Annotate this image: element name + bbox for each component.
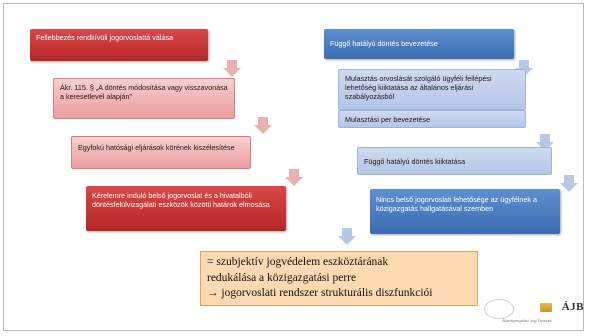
summary-line: = szubjektív jogvédelem eszköztárának bbox=[207, 256, 389, 268]
step-appeal-extraordinary: Fellebbezés rendkívüli jogorvoslattá vál… bbox=[30, 29, 208, 61]
logo-mark-icon bbox=[540, 303, 552, 312]
step-pending-decision-intro: Függő hatályú döntés bevezetése bbox=[324, 29, 514, 59]
step-pending-decision-removed: Függő hatályú döntés kiiktatása bbox=[357, 147, 552, 175]
step-single-tier-procedures: Egyfokú hatósági eljárások körének kiszé… bbox=[71, 136, 251, 169]
institution-logo: ÁJB Államigazgatási Jogi Tanszék bbox=[482, 297, 586, 327]
step-omission-remedy-removed: Mulasztás orvoslását szolgáló ügyféli fe… bbox=[338, 69, 526, 110]
step-text: Nincs belső jogorvoslati lehetősége az ü… bbox=[376, 195, 538, 213]
step-no-internal-remedy: Nincs belső jogorvoslati lehetősége az ü… bbox=[370, 189, 560, 234]
summary-text: jogorvoslati rendszer strukturális diszf… bbox=[218, 287, 433, 299]
summary-line: redukálása a közigazgatási perre bbox=[207, 271, 357, 284]
slide-frame bbox=[3, 3, 584, 331]
right-arrow-icon: → bbox=[207, 287, 219, 299]
step-text: Ákr. 115. § „A döntés módosítása vagy vi… bbox=[60, 83, 228, 101]
summary-box: = szubjektív jogvédelem eszköztárának re… bbox=[200, 251, 478, 306]
step-text: Fellebbezés rendkívüli jogorvoslattá vál… bbox=[36, 33, 174, 42]
seal-icon bbox=[484, 299, 514, 319]
step-omission-lawsuit: Mulasztási per bevezetése bbox=[338, 110, 526, 128]
step-akr-115: Ákr. 115. § „A döntés módosítása vagy vi… bbox=[53, 78, 235, 119]
step-blurred-boundaries: Kérelemre induló belső jogorvoslat és a … bbox=[86, 186, 286, 231]
step-text: Függő hatályú döntés bevezetése bbox=[330, 39, 438, 48]
step-text: Kérelemre induló belső jogorvoslat és a … bbox=[92, 191, 270, 209]
step-text: Függő hatályú döntés kiiktatása bbox=[364, 157, 466, 166]
step-text: Mulasztás orvoslását szolgáló ügyféli fe… bbox=[345, 74, 492, 101]
logo-name: ÁJB bbox=[561, 301, 584, 313]
step-text: Mulasztási per bevezetése bbox=[345, 115, 431, 124]
summary-line: → jogorvoslati rendszer strukturális dis… bbox=[207, 286, 471, 302]
logo-subtitle: Államigazgatási Jogi Tanszék bbox=[502, 319, 552, 323]
step-text: Egyfokú hatósági eljárások körének kiszé… bbox=[78, 143, 235, 152]
